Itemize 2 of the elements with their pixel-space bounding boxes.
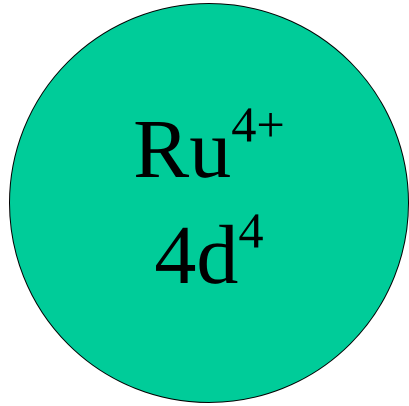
electron-configuration: 4d$^{4}$ <box>154 214 264 298</box>
ion-label: Ru$^{4+}$ <box>133 108 285 192</box>
